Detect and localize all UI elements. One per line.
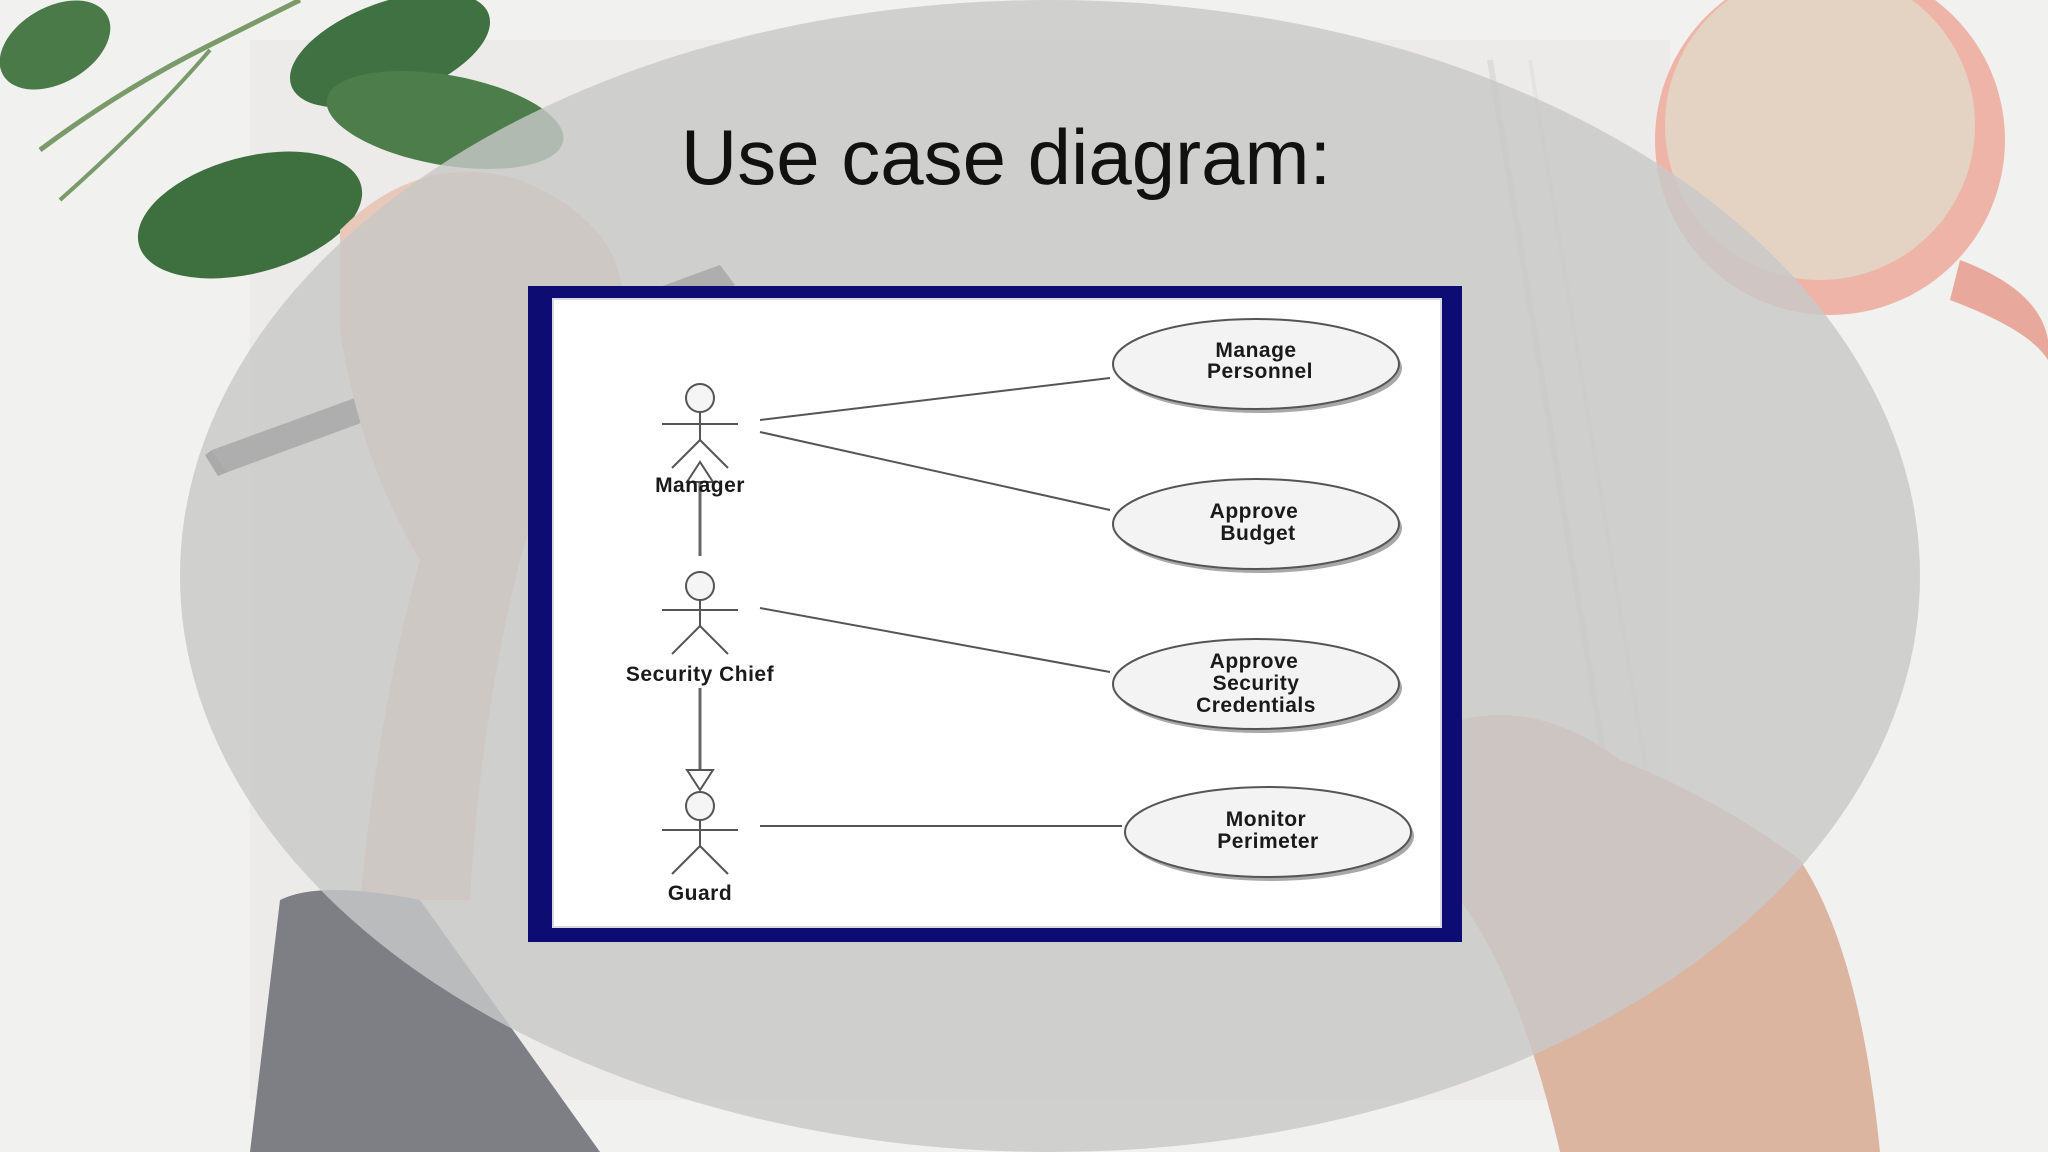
generalization-security-chief-to-manager xyxy=(685,460,715,556)
diagram-frame: Manager Security Chief Guard xyxy=(528,286,1462,942)
use-case-label: Monitor xyxy=(1226,808,1306,831)
use-case-monitor-perimeter: Monitor Perimeter xyxy=(1124,786,1414,881)
association-manager-manage-personnel xyxy=(759,377,1111,421)
use-case-label: Credentials xyxy=(1196,694,1316,717)
use-case-label: Budget xyxy=(1220,522,1295,545)
use-case-label: Approve xyxy=(1210,650,1299,673)
use-case-diagram: Manager Security Chief Guard xyxy=(626,318,1414,905)
association-manager-approve-budget xyxy=(759,431,1111,511)
actor-label-manager: Manager xyxy=(655,474,745,497)
association-security-chief-approve-security-credentials xyxy=(759,607,1111,673)
actor-label-guard: Guard xyxy=(668,882,732,905)
generalization-security-chief-to-guard xyxy=(685,688,715,792)
use-case-label: Manage xyxy=(1215,339,1296,362)
actor-label-security-chief: Security Chief xyxy=(626,663,775,686)
slide-title: Use case diagram: xyxy=(680,113,1332,201)
use-case-manage-personnel: Manage Personnel xyxy=(1112,318,1402,413)
use-case-label: Security xyxy=(1213,672,1300,695)
use-case-label: Approve xyxy=(1210,500,1299,523)
use-case-label: Perimeter xyxy=(1217,830,1318,853)
use-case-approve-security-credentials: Approve Security Credentials xyxy=(1112,638,1402,733)
actor-manager xyxy=(662,383,738,469)
diagram-canvas: Manager Security Chief Guard xyxy=(552,298,1442,928)
actor-guard xyxy=(662,791,738,875)
actor-security-chief xyxy=(662,571,738,655)
use-case-label: Personnel xyxy=(1207,360,1313,383)
use-case-approve-budget: Approve Budget xyxy=(1112,478,1402,573)
